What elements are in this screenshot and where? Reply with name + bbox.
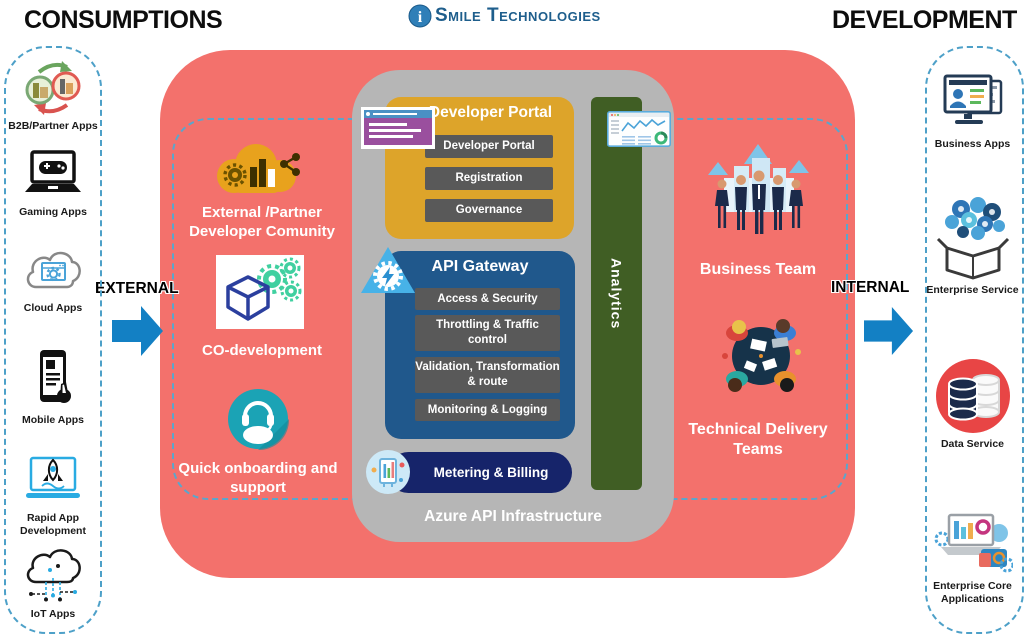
- portal-item-governance: Governance: [425, 199, 553, 222]
- technical-delivery-image: [722, 319, 801, 392]
- team-label-technical: Technical Delivery Teams: [688, 421, 828, 458]
- gateway-item-access-security: Access & Security: [415, 288, 560, 310]
- consumptions-panel: [4, 46, 102, 634]
- cloud-apps-icon: [26, 251, 81, 289]
- list-item-rapid-app: Rapid App Development: [4, 444, 102, 537]
- rapid-app-icon: [26, 456, 80, 498]
- cloud-analytics-icon: [217, 144, 300, 193]
- list-item-label: Enterprise Service: [926, 284, 1019, 296]
- community-label-external-partner: External /Partner Developer Comunity: [189, 204, 335, 240]
- list-item-enterprise-service: Enterprise Service: [925, 196, 1020, 297]
- list-item-b2b-apps: B2B/Partner Apps: [4, 58, 102, 133]
- internal-arrow-icon: [864, 306, 914, 356]
- api-gateway-triangle-icon: [361, 247, 415, 293]
- svg-text:i: i: [418, 9, 423, 26]
- community-label-onboarding: Quick onboarding and support: [178, 460, 338, 496]
- portal-item-developer-portal: Developer Portal: [425, 135, 553, 158]
- azure-infrastructure-title: Azure API Infrastructure: [424, 508, 602, 525]
- list-item-label: Business Apps: [934, 138, 1011, 150]
- list-item-label: IoT Apps: [30, 608, 76, 620]
- portal-item-registration: Registration: [425, 167, 553, 190]
- azure-infrastructure-box: Developer Portal Developer Portal Regist…: [352, 70, 674, 542]
- internal-label: INTERNAL: [831, 279, 910, 296]
- list-item-iot-apps: IoT Apps: [4, 548, 102, 621]
- list-item-label: Rapid App Development: [20, 512, 86, 537]
- developer-portal-title: Developer Portal: [428, 104, 553, 121]
- b2b-partner-icon: [25, 61, 81, 115]
- analytics-label: Analytics: [608, 257, 625, 330]
- gateway-item-validation: Validation, Transformation & route: [415, 357, 560, 393]
- list-item-label: Enterprise Core Applications: [933, 580, 1012, 605]
- list-item-data-service: Data Service: [925, 358, 1020, 451]
- list-item-label: B2B/Partner Apps: [8, 120, 98, 132]
- list-item-cloud-apps: Cloud Apps: [4, 244, 102, 315]
- list-item-gaming-apps: Gaming Apps: [4, 146, 102, 219]
- gaming-icon: [25, 150, 81, 192]
- metering-billing-label: Metering & Billing: [433, 465, 549, 480]
- gateway-item-throttling: Throttling & Traffic control: [415, 315, 560, 351]
- development-panel: [925, 46, 1024, 634]
- data-service-icon: [935, 359, 1010, 433]
- external-arrow-icon: [112, 306, 163, 356]
- metering-billing-box: Metering & Billing: [388, 452, 572, 493]
- consumptions-title: CONSUMPTIONS: [24, 6, 223, 34]
- enterprise-core-icon: [934, 513, 1013, 573]
- development-title: DEVELOPMENT: [832, 6, 1017, 34]
- analytics-bar: Analytics: [591, 97, 642, 490]
- metering-icon: [366, 450, 410, 494]
- api-gateway-group: API Gateway Access & Security Throttling…: [385, 251, 575, 439]
- iot-apps-icon: [26, 549, 81, 602]
- list-item-label: Gaming Apps: [19, 206, 87, 218]
- co-development-icon: [216, 255, 304, 329]
- developer-portal-window-icon: [361, 107, 435, 149]
- api-gateway-title: API Gateway: [431, 258, 529, 275]
- list-item-label: Mobile Apps: [21, 414, 85, 426]
- list-item-business-apps: Business Apps: [925, 68, 1020, 151]
- team-label-business: Business Team: [699, 261, 817, 278]
- list-item-label: Data Service: [940, 438, 1005, 450]
- mobile-apps-icon: [40, 350, 71, 403]
- analytics-dashboard-icon: [607, 111, 671, 147]
- logo-text: Smile Technologies: [435, 5, 601, 26]
- community-label-co-development: CO-development: [201, 342, 322, 359]
- business-team-image: [708, 144, 809, 234]
- gateway-item-monitoring: Monitoring & Logging: [415, 399, 560, 421]
- business-apps-icon: [943, 74, 1002, 124]
- ismile-logo-icon: i: [408, 4, 432, 28]
- list-item-enterprise-core: Enterprise Core Applications: [925, 506, 1020, 605]
- list-item-label: Cloud Apps: [23, 302, 83, 314]
- enterprise-service-icon: [936, 197, 1009, 280]
- external-label: EXTERNAL: [95, 280, 179, 297]
- list-item-mobile-apps: Mobile Apps: [4, 346, 102, 427]
- headset-icon: [228, 389, 289, 450]
- ismile-logo: i Smile Technologies: [408, 4, 601, 28]
